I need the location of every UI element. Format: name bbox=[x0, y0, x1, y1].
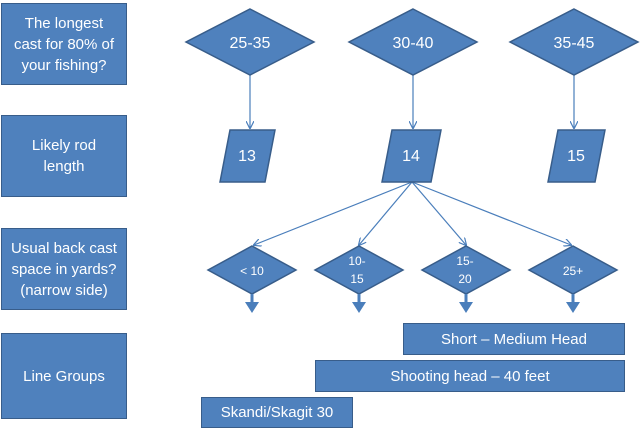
question-longest-cast: The longest cast for 80% of your fishing… bbox=[1, 3, 127, 85]
backcast-label: 25+ bbox=[563, 264, 583, 278]
question-rod-length: Likely rod length bbox=[1, 115, 127, 197]
backcast-label-line1: 10- bbox=[348, 254, 365, 268]
line-group-skandi-skagit: Skandi/Skagit 30 bbox=[201, 397, 353, 428]
connector-14-to-25plus bbox=[411, 181, 571, 245]
backcast-label-line2: 20 bbox=[458, 272, 472, 286]
down-arrow-icon bbox=[352, 294, 366, 313]
line-group-shooting-head: Shooting head – 40 feet bbox=[315, 360, 625, 392]
backcast-label: < 10 bbox=[240, 264, 264, 278]
decision-label: 25-35 bbox=[230, 35, 271, 52]
rod-length-label: 14 bbox=[402, 148, 420, 165]
question-line-groups: Line Groups bbox=[1, 333, 127, 419]
decision-cast-30-40: 30-40 bbox=[347, 8, 479, 76]
question-backcast-space: Usual back cast space in yards? (narrow … bbox=[1, 228, 127, 310]
down-arrow-icon bbox=[566, 294, 580, 313]
decision-label: 30-40 bbox=[393, 35, 434, 52]
line-group-short-medium-head: Short – Medium Head bbox=[403, 323, 625, 355]
connector-14-to-10-15 bbox=[359, 181, 413, 245]
down-arrow-icon bbox=[459, 294, 473, 313]
decision-backcast-15-20: 15- 20 bbox=[420, 245, 512, 295]
decision-cast-35-45: 35-45 bbox=[508, 8, 640, 76]
down-arrow-icon bbox=[245, 294, 259, 313]
rod-length-15: 15 bbox=[547, 129, 606, 183]
decision-cast-25-35: 25-35 bbox=[184, 8, 316, 76]
rod-length-label: 13 bbox=[238, 148, 256, 165]
backcast-label-line2: 15 bbox=[350, 272, 364, 286]
decision-label: 35-45 bbox=[554, 35, 595, 52]
backcast-label-line1: 15- bbox=[456, 254, 473, 268]
decision-backcast-25plus: 25+ bbox=[527, 245, 619, 295]
connector-14-to-15-20 bbox=[411, 181, 466, 245]
decision-backcast-10-15: 10- 15 bbox=[313, 245, 405, 295]
decision-backcast-lt10: < 10 bbox=[206, 245, 298, 295]
rod-length-14: 14 bbox=[381, 129, 442, 183]
rod-length-label: 15 bbox=[567, 148, 585, 165]
connector-14-to-lt10 bbox=[254, 181, 413, 245]
rod-length-13: 13 bbox=[219, 129, 276, 183]
